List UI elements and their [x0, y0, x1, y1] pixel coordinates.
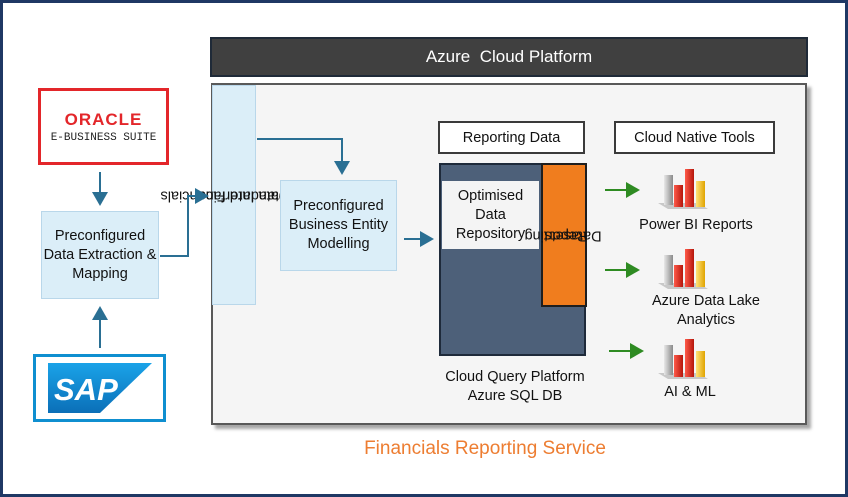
azure-cloud-platform-header: Azure Cloud Platform [210, 37, 808, 77]
tool-power-bi-label: Power BI Reports [639, 217, 753, 233]
header-title-cloud-platform: Cloud Platform [479, 47, 593, 66]
reporting-datasets: Reporting Datasets [524, 163, 601, 307]
optimised-data-repository-label: Optimised Data Repository [455, 187, 526, 242]
tool-azure-data-lake: Azure Data Lake Analytics [626, 292, 786, 330]
oracle-logo-text: ORACLE [64, 109, 143, 129]
arrow-interface-to-modelling [257, 138, 350, 175]
cloud-native-tools-label: Cloud Native Tools [634, 129, 755, 146]
sap-logo-text: SAP [54, 372, 118, 407]
bar-chart-icon [658, 169, 708, 209]
arrow-extraction-to-interface [160, 188, 209, 257]
oracle-ebs-text: E-BUSINESS SUITE [50, 131, 157, 144]
standard-financials-data-interface: Standard Financials Data Interface [160, 85, 289, 305]
reporting-data-label: Reporting Data [462, 129, 561, 146]
sap-logo: SAP ® [33, 354, 166, 422]
financials-reporting-service-label: Financials Reporting Service [364, 438, 606, 459]
tool-ai-ml: AI & ML [610, 383, 770, 402]
reporting-data-header: Reporting Data [438, 121, 585, 154]
financials-reporting-service: Financials Reporting Service [300, 438, 670, 460]
optimised-data-repository: Optimised Data Repository [442, 181, 539, 249]
business-entity-modelling-label: Preconfigured Business Entity Modelling [288, 198, 389, 252]
cloud-query-platform-caption: Cloud Query Platform Azure SQL DB [420, 368, 610, 406]
data-extraction-mapping-label: Preconfigured Data Extraction & Mapping [43, 227, 157, 282]
header-title-azure: Azure [425, 47, 471, 66]
caption-line2: Azure SQL DB [467, 388, 563, 404]
oracle-ebs-logo: ORACLE E-BUSINESS SUITE [38, 88, 169, 165]
caption-line1: Cloud Query Platform [445, 369, 585, 385]
bar-chart-icon [658, 339, 708, 379]
tool-ai-ml-label: AI & ML [664, 384, 716, 400]
svg-text:®: ® [111, 400, 117, 409]
business-entity-modelling-box: Preconfigured Business Entity Modelling [280, 180, 397, 271]
tool-power-bi: Power BI Reports [616, 216, 776, 235]
bar-chart-icon [658, 249, 708, 289]
sap-logo-icon: SAP ® [47, 363, 152, 413]
data-extraction-mapping-box: Preconfigured Data Extraction & Mapping [41, 211, 159, 299]
tool-azure-data-lake-line2: Analytics [676, 312, 736, 328]
tool-azure-data-lake-line1: Azure Data Lake [651, 293, 760, 309]
cloud-native-tools-header: Cloud Native Tools [614, 121, 775, 154]
